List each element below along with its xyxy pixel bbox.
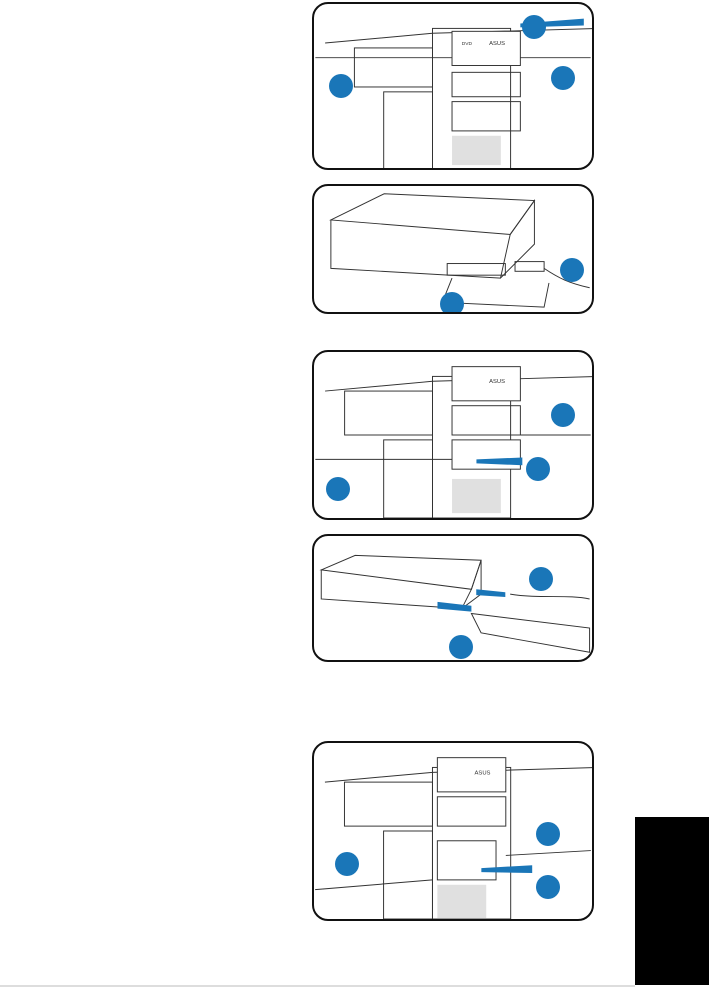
callout-ide	[440, 292, 464, 312]
brand-label: ASUS	[475, 770, 491, 776]
callout-3	[326, 477, 350, 501]
chapter-tab	[635, 817, 709, 985]
floppy-drive-illustration	[319, 554, 591, 653]
insert-arrow-icon	[481, 865, 533, 874]
drive-label: DVD	[462, 41, 473, 47]
callout-power	[529, 567, 553, 591]
callout-power	[560, 258, 584, 282]
optical-drive-illustration	[329, 193, 590, 308]
callout-2	[335, 852, 359, 876]
chassis-illustration: ASUS	[315, 366, 592, 518]
brand-label: ASUS	[489, 379, 505, 385]
insert-arrow-icon	[476, 457, 523, 466]
brand-label: ASUS	[489, 41, 505, 47]
footer-divider	[0, 985, 635, 987]
callout-1	[536, 822, 560, 846]
figure-connect-floppy-drive-cables	[312, 534, 594, 662]
figure-install-optical-drive: ASUS DVD	[312, 2, 594, 170]
insert-arrow-icon	[476, 589, 506, 598]
callout-2	[526, 457, 550, 481]
callout-ribbon	[449, 635, 473, 659]
figure-install-floppy-drive: ASUS	[312, 350, 594, 520]
insert-arrow-icon	[437, 601, 472, 612]
callout-3	[536, 875, 560, 899]
figure-connect-optical-drive-cables	[312, 184, 594, 314]
callout-2	[329, 74, 353, 98]
chassis-illustration: ASUS	[315, 757, 592, 919]
figure-install-hard-drive: ASUS	[312, 741, 594, 921]
chassis-illustration: ASUS DVD	[315, 18, 592, 168]
callout-1	[551, 403, 575, 427]
callout-3	[551, 66, 575, 90]
callout-1	[522, 15, 546, 39]
